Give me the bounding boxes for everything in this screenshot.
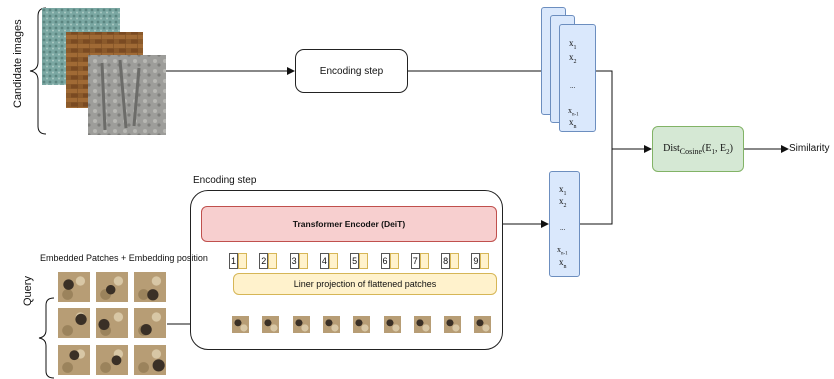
- line-bottom-vector-to-merge: [580, 149, 613, 225]
- vector-top-x2: x2: [569, 52, 577, 65]
- query-patch-1: [58, 272, 90, 302]
- flattened-patch-2: [262, 316, 280, 333]
- patch-index-4: 4: [319, 253, 329, 269]
- query-patch-4: [58, 308, 90, 338]
- position-embedding-6: [389, 253, 399, 269]
- query-patch-8: [96, 345, 128, 375]
- query-patch-2: [96, 272, 128, 302]
- patch-index-3: 3: [289, 253, 299, 269]
- vector-top-x1: x1: [569, 38, 577, 51]
- position-embedding-5: [359, 253, 369, 269]
- position-embedding-9: [480, 253, 490, 269]
- candidate-images-stack: [42, 8, 166, 135]
- patch-index-6: 6: [380, 253, 390, 269]
- candidate-image-3: [88, 55, 166, 135]
- patch-index-2: 2: [259, 253, 269, 269]
- linear-projection-label: Liner projection of flattened patches: [293, 279, 437, 289]
- vector-bottom-xn1: xn-1: [557, 245, 568, 257]
- patch-index-9: 9: [471, 253, 481, 269]
- patch-index-7: 7: [410, 253, 420, 269]
- query-patch-3: [134, 272, 166, 302]
- vector-bottom-x1: x1: [559, 184, 567, 197]
- encoding-step-top-label: Encoding step: [319, 65, 384, 77]
- position-embedding-3: [298, 253, 308, 269]
- vector-query: x1 x2 ... xn-1 xn: [549, 171, 580, 277]
- vector-top-xn1: xn-1: [568, 106, 579, 118]
- transformer-encoder-label: Transformer Encoder (DeiT): [292, 219, 406, 229]
- query-patch-5: [96, 308, 128, 338]
- flattened-patch-1: [232, 316, 249, 333]
- flattened-patch-7: [413, 316, 431, 333]
- cosine-distance-box: DistCosine(E1, E2): [652, 126, 744, 172]
- linear-projection-box: Liner projection of flattened patches: [233, 273, 497, 295]
- position-embedding-8: [450, 253, 460, 269]
- flattened-patch-3: [292, 316, 310, 333]
- similarity-label: Similarity: [789, 143, 830, 154]
- flattened-patch-6: [383, 316, 401, 333]
- query-label: Query: [22, 276, 34, 306]
- flattened-patch-9: [474, 316, 492, 333]
- embedded-patches-label: Embedded Patches + Embedding position: [40, 253, 208, 263]
- patch-index-8: 8: [441, 253, 451, 269]
- vector-top-dots: ...: [570, 82, 576, 90]
- transformer-encoder-box: Transformer Encoder (DeiT): [201, 206, 497, 242]
- query-patch-6: [134, 308, 166, 338]
- encoding-step-bottom-label: Encoding step: [193, 175, 257, 186]
- vector-card-front: x1 x2 ... xn-1 xn: [559, 24, 596, 132]
- vector-top-xn: xn: [569, 117, 577, 130]
- encoding-step-top-box: Encoding step: [295, 49, 408, 93]
- position-embedding-2: [268, 253, 278, 269]
- brace-candidate-images: [29, 7, 47, 135]
- candidate-images-label: Candidate images: [12, 19, 24, 108]
- patch-index-1: 1: [229, 253, 238, 269]
- patch-index-5: 5: [350, 253, 360, 269]
- flattened-patch-5: [353, 316, 371, 333]
- vector-bottom-xn: xn: [559, 257, 567, 270]
- vector-bottom-dots: ...: [560, 224, 566, 232]
- position-embedding-4: [328, 253, 338, 269]
- position-embedding-1: [238, 253, 247, 269]
- position-embedding-7: [419, 253, 429, 269]
- query-patch-7: [58, 345, 90, 375]
- flattened-patch-8: [444, 316, 462, 333]
- vector-bottom-x2: x2: [559, 196, 567, 209]
- line-top-vector-to-merge: [596, 70, 613, 149]
- brace-query: [38, 297, 55, 379]
- cosine-distance-formula: DistCosine(E1, E2): [663, 142, 733, 156]
- query-patch-9: [134, 345, 166, 375]
- flattened-patch-4: [322, 316, 340, 333]
